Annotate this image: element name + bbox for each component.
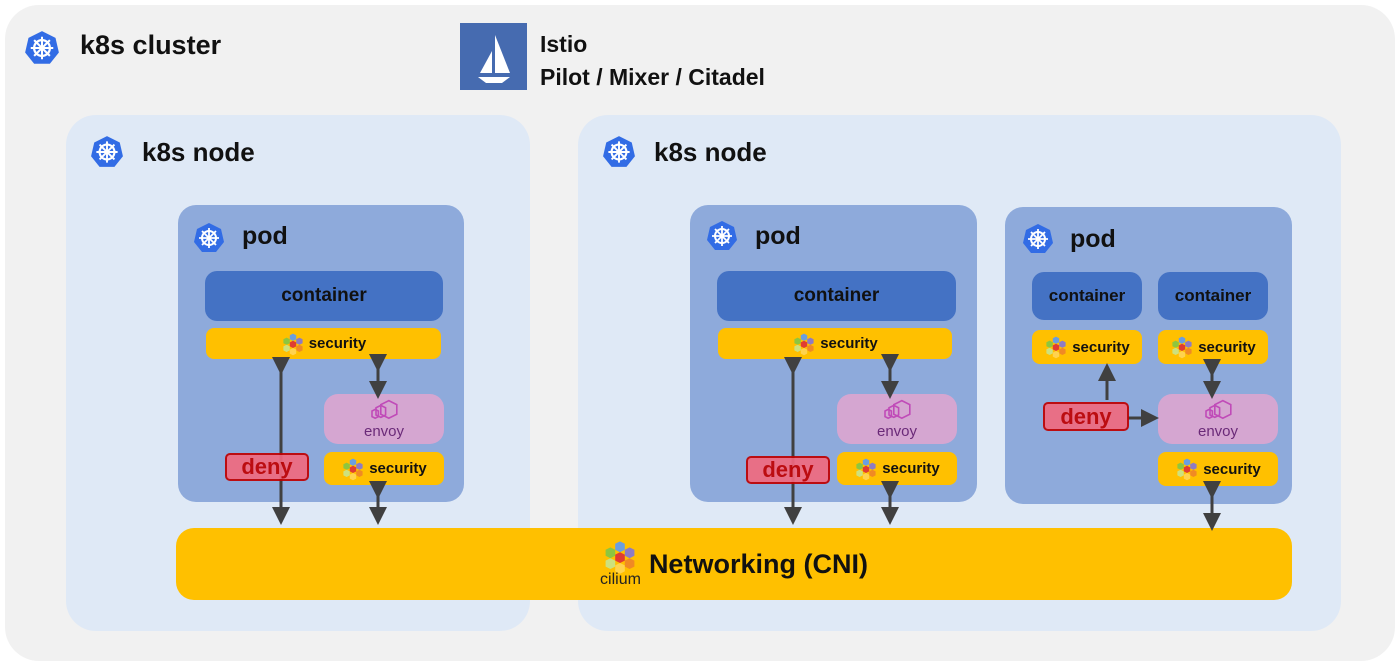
- security-label: security: [820, 335, 878, 352]
- istio-logo: [460, 23, 527, 90]
- security-label: security: [1072, 338, 1130, 356]
- security-label: security: [882, 460, 940, 477]
- envoy-label: envoy: [363, 422, 405, 440]
- envoy-proxy: envoy: [324, 394, 444, 444]
- pod-title: pod: [755, 222, 801, 250]
- sailboat-icon: [478, 35, 510, 83]
- istio-title: Istio: [540, 31, 588, 57]
- security-layer: security: [837, 452, 957, 485]
- envoy-label: envoy: [876, 422, 918, 440]
- envoy-label: envoy: [1197, 422, 1239, 440]
- deny-badge: deny: [225, 453, 309, 481]
- istio-components: Pilot / Mixer / Citadel: [540, 64, 765, 90]
- deny-badge: deny: [1043, 402, 1129, 431]
- security-label: security: [308, 335, 367, 352]
- pod-title: pod: [242, 222, 288, 250]
- envoy-proxy: envoy: [1158, 394, 1278, 444]
- envoy-proxy: envoy: [837, 394, 957, 444]
- security-label: security: [1203, 460, 1261, 478]
- security-layer: security: [718, 328, 952, 359]
- security-layer: security: [206, 328, 441, 359]
- networking-cni: cilium Networking (CNI): [176, 528, 1292, 600]
- node-title: k8s node: [654, 137, 767, 167]
- container: container: [1158, 272, 1268, 320]
- networking-label: Networking (CNI): [648, 548, 868, 579]
- security-label: security: [1198, 338, 1256, 356]
- security-label: security: [369, 460, 427, 477]
- cluster-title: k8s cluster: [80, 30, 222, 60]
- container: container: [1032, 272, 1142, 320]
- container: container: [205, 271, 443, 321]
- deny-badge: deny: [746, 456, 830, 484]
- pod-title: pod: [1070, 225, 1116, 253]
- node-title: k8s node: [142, 137, 255, 167]
- security-layer: security: [1032, 330, 1142, 364]
- security-layer: security: [1158, 330, 1268, 364]
- container: container: [717, 271, 956, 321]
- security-layer: security: [324, 452, 444, 485]
- security-layer: security: [1158, 452, 1278, 486]
- cilium-logo-text: cilium: [600, 571, 641, 588]
- istio-label: Istio Pilot / Mixer / Citadel: [540, 28, 765, 94]
